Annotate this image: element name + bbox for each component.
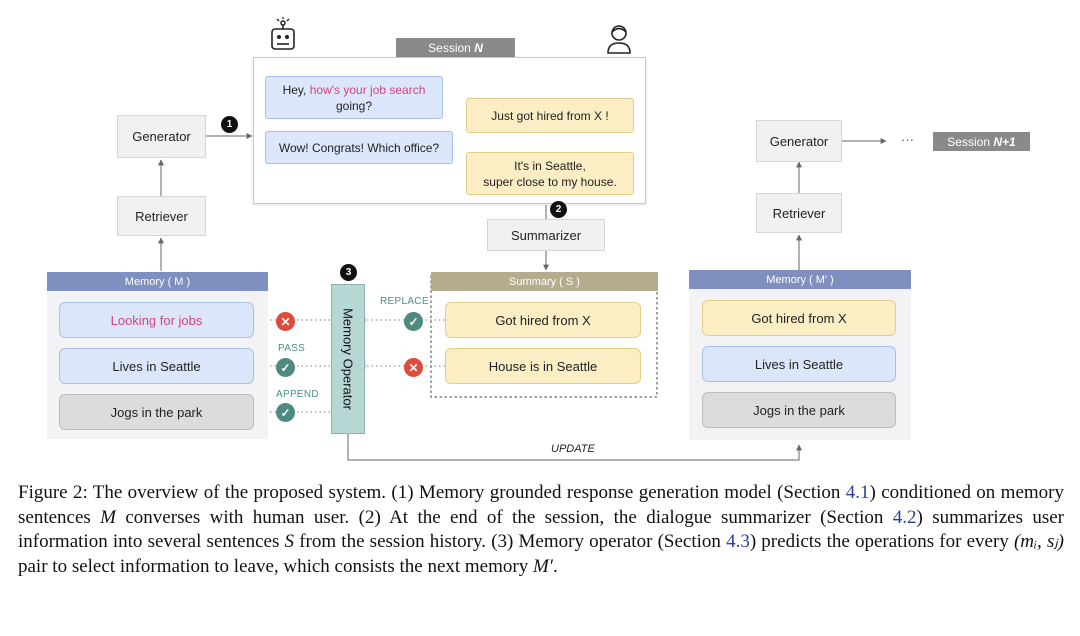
- right-generator-box: Generator: [756, 120, 842, 162]
- user-message-1-text: Just got hired from X !: [491, 108, 609, 123]
- left-retriever-box: Retriever: [117, 196, 206, 236]
- session-next-var: N+1: [993, 134, 1016, 149]
- left-memory-item-2-text: Lives in Seattle: [112, 358, 201, 374]
- user-message-1: Just got hired from X !: [466, 98, 634, 133]
- left-memory-panel: Memory ( M ) Looking for jobs Lives in S…: [47, 272, 268, 439]
- session-n-var: N: [474, 40, 483, 55]
- figure-caption: Figure 2: The overview of the proposed s…: [18, 481, 1064, 579]
- bot-message-1-plain: Hey,: [282, 82, 310, 97]
- left-memory-item-1: Looking for jobs: [59, 302, 254, 338]
- caption-part-4: ) summarizes user information into sever…: [18, 506, 1064, 553]
- step-2-badge: 2: [550, 201, 567, 218]
- check-icon: ✓: [276, 358, 295, 377]
- caption-ref-2[interactable]: 4.2: [892, 506, 917, 528]
- summary-header: Summary ( S ): [431, 272, 658, 291]
- session-n-tag: Session N: [396, 38, 515, 57]
- summary-item-1-text: Got hired from X: [495, 312, 591, 328]
- user-icon: [607, 25, 631, 54]
- right-memory-item-3-text: Jogs in the park: [753, 402, 845, 418]
- right-memory-item-3: Jogs in the park: [702, 392, 896, 428]
- caption-part-1: Figure 2: The overview of the proposed s…: [18, 482, 846, 503]
- memory-operator-label: Memory Operator: [340, 308, 356, 410]
- left-memory-item-2: Lives in Seattle: [59, 348, 254, 384]
- memory-operator-box: Memory Operator: [331, 284, 365, 434]
- cross-icon: ✕: [276, 312, 295, 331]
- left-memory-item-3: Jogs in the park: [59, 394, 254, 430]
- left-memory-item-1-text: Looking for jobs: [110, 312, 203, 328]
- append-label: APPEND: [276, 389, 319, 400]
- caption-mprime: M′: [532, 555, 553, 577]
- caption-part-8: .: [552, 555, 558, 577]
- bot-message-1-highlight: how's your job search: [309, 82, 426, 97]
- user-message-2-line1: It's in Seattle,: [514, 158, 586, 173]
- user-message-2-line2: super close to my house.: [483, 174, 617, 189]
- bot-message-1: Hey, how's your job search going?: [265, 76, 443, 119]
- right-memory-item-1-text: Got hired from X: [751, 310, 847, 326]
- bot-message-2: Wow! Congrats! Which office?: [265, 131, 453, 164]
- bot-message-2-text: Wow! Congrats! Which office?: [278, 140, 440, 155]
- left-memory-item-3-text: Jogs in the park: [110, 404, 203, 420]
- replace-label: REPLACE: [380, 296, 429, 307]
- left-memory-header: Memory ( M ): [47, 272, 268, 291]
- summary-item-2-text: House is in Seattle: [488, 358, 598, 374]
- caption-part-6: ) predicts the operations for every: [749, 531, 1014, 552]
- right-memory-item-2-text: Lives in Seattle: [754, 356, 844, 372]
- session-next-label: Session: [947, 134, 990, 149]
- right-memory-item-1: Got hired from X: [702, 300, 896, 336]
- caption-part-5: from the session history. (3) Memory ope…: [294, 531, 727, 552]
- user-message-2: It's in Seattle, super close to my house…: [466, 152, 634, 195]
- robot-icon: [271, 17, 295, 50]
- session-next-tag: Session N+1: [933, 132, 1030, 151]
- update-line: [347, 434, 802, 461]
- cross-icon: ✕: [404, 358, 423, 377]
- right-memory-item-2: Lives in Seattle: [702, 346, 896, 382]
- summarizer-box: Summarizer: [487, 219, 605, 251]
- ellipsis: ···: [901, 132, 914, 147]
- right-memory-header: Memory ( M′ ): [689, 270, 911, 289]
- left-generator-label: Generator: [132, 129, 191, 144]
- update-label: UPDATE: [551, 443, 595, 455]
- right-memory-panel: Memory ( M′ ) Got hired from X Lives in …: [689, 270, 911, 440]
- caption-ref-3[interactable]: 4.3: [726, 531, 750, 552]
- caption-m: M: [100, 506, 116, 528]
- left-retriever-label: Retriever: [135, 208, 188, 224]
- caption-part-3: converses with human user. (2) At the en…: [116, 506, 893, 528]
- caption-part-7: pair to select information to leave, whi…: [18, 555, 533, 577]
- session-n-label: Session: [428, 40, 471, 55]
- right-retriever-label: Retriever: [772, 205, 826, 221]
- bot-message-1-end: going?: [335, 98, 373, 113]
- right-retriever-box: Retriever: [756, 193, 842, 233]
- check-icon: ✓: [404, 312, 423, 331]
- summary-item-1: Got hired from X: [445, 302, 641, 338]
- left-generator-box: Generator: [117, 115, 206, 158]
- check-icon: ✓: [276, 403, 295, 422]
- step-1-badge: 1: [221, 116, 238, 133]
- caption-s: S: [284, 531, 295, 552]
- right-generator-label: Generator: [769, 133, 829, 149]
- summary-item-2: House is in Seattle: [445, 348, 641, 384]
- caption-ref-1[interactable]: 4.1: [845, 482, 870, 503]
- caption-part-2: ) conditioned on memory sentences: [18, 482, 1064, 528]
- pass-label: PASS: [278, 343, 306, 354]
- summarizer-label: Summarizer: [510, 227, 582, 243]
- step-3-badge: 3: [340, 264, 357, 281]
- caption-pair: (mᵢ, sⱼ): [1013, 531, 1064, 552]
